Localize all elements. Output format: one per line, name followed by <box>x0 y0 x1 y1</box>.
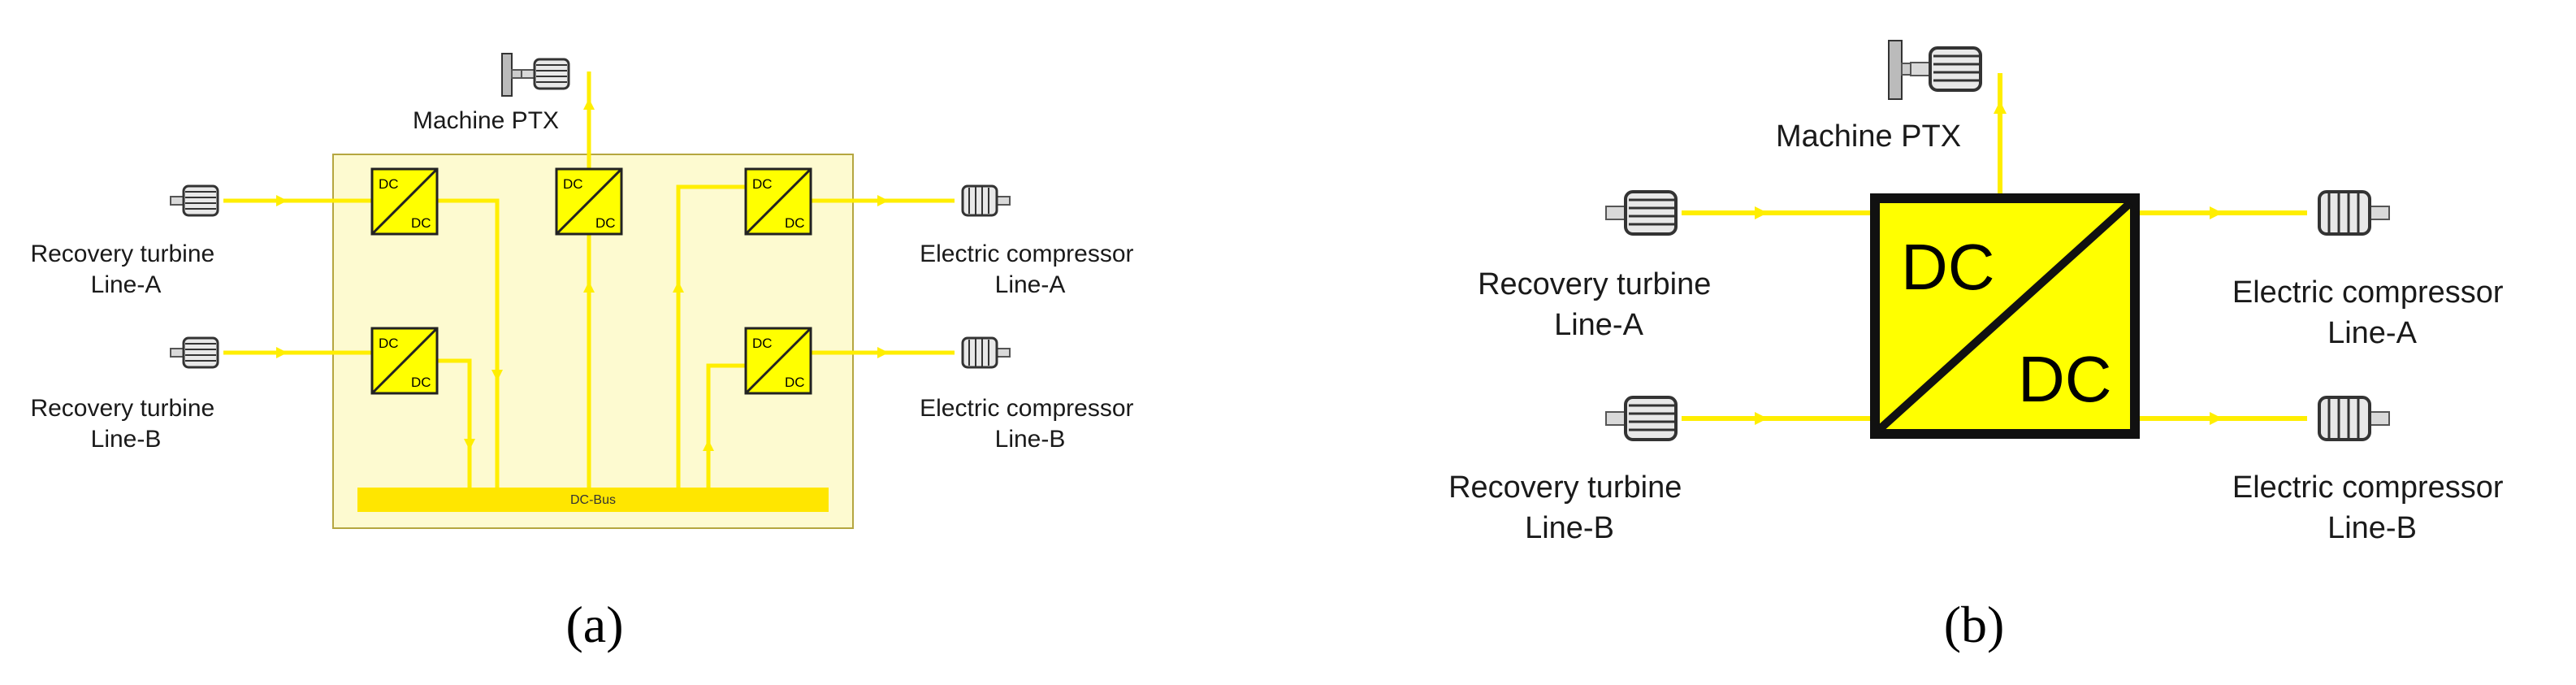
dc-dc-converter-icon: DC DC <box>744 167 812 236</box>
arrow-icon <box>276 98 889 451</box>
motor-icon <box>169 184 219 217</box>
dc-dc-converter-icon: DC DC <box>555 167 623 236</box>
svg-text:DC: DC <box>785 215 805 231</box>
turbine-b-label: Recovery turbine Line-B <box>30 395 221 453</box>
motor-icon <box>1604 190 1678 236</box>
dc-dc-converter-icon: DC DC <box>370 327 439 395</box>
motor-icon <box>169 336 219 369</box>
svg-text:DC: DC <box>785 375 805 390</box>
dc-bus <box>357 488 829 512</box>
motor-icon <box>1604 396 1678 441</box>
shaft-motor-icon <box>501 53 570 97</box>
machine-ptx-label: Machine PTX <box>1776 119 1961 154</box>
caption-a: (a) <box>565 596 623 653</box>
dc-dc-converter-icon: DC DC <box>370 167 439 236</box>
panel-a: DC-Bus <box>30 53 1141 653</box>
compressor-a-label: Electric compressor Line-A <box>920 241 1141 298</box>
turbine-b-label: Recovery turbine Line-B <box>1448 470 1691 545</box>
turbine-a-label: Recovery turbine Line-A <box>1478 267 1720 342</box>
svg-text:DC: DC <box>379 176 399 192</box>
panel-b: DC DC Machine PTX Recovery turbine Line-… <box>1448 40 2512 653</box>
compressor-a-label: Electric compressor Line-A <box>2232 275 2512 350</box>
svg-text:DC: DC <box>1901 231 1995 303</box>
svg-text:DC: DC <box>752 176 773 192</box>
turbine-a-label: Recovery turbine Line-A <box>30 241 221 298</box>
compressor-b-label: Electric compressor Line-B <box>2232 470 2512 545</box>
motor-icon <box>961 184 1011 217</box>
shaft-motor-icon <box>1888 40 1982 100</box>
arrow-icon <box>1755 101 2223 425</box>
dc-bus-label: DC-Bus <box>570 493 616 507</box>
svg-text:DC: DC <box>411 215 431 231</box>
dc-dc-converter-icon: DC DC <box>1870 193 2140 439</box>
compressor-b-label: Electric compressor Line-B <box>920 395 1141 453</box>
caption-b: (b) <box>1944 596 2005 653</box>
svg-text:DC: DC <box>379 336 399 351</box>
dc-dc-converter-icon: DC DC <box>744 327 812 395</box>
svg-text:DC: DC <box>2018 343 2112 415</box>
motor-icon <box>2318 190 2391 236</box>
svg-text:DC: DC <box>563 176 583 192</box>
svg-text:DC: DC <box>752 336 773 351</box>
motor-icon <box>2318 396 2391 441</box>
machine-ptx-label: Machine PTX <box>413 107 559 134</box>
svg-text:DC: DC <box>595 215 616 231</box>
motor-icon <box>961 336 1011 369</box>
svg-text:DC: DC <box>411 375 431 390</box>
